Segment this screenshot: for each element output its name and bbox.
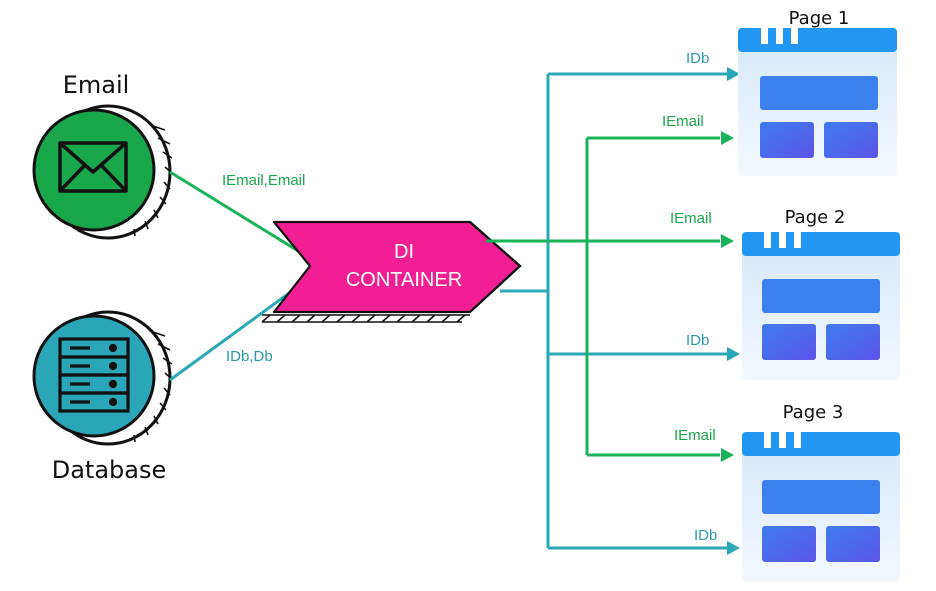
db-arrowheads (727, 67, 740, 555)
container-label-line1: DI (394, 241, 414, 263)
edge-label-page2-idb: IDb (686, 332, 709, 349)
page-2-label: Page 2 (785, 207, 846, 228)
container-label-line2: CONTAINER (346, 269, 462, 291)
edge-label-iemail-email: IEmail,Email (222, 172, 305, 189)
page-3-label: Page 3 (783, 402, 844, 423)
email-bus (486, 136, 720, 457)
edge-label-page1-idb: IDb (686, 50, 709, 67)
edge-label-idb-db: IDb,Db (226, 348, 273, 365)
edge-label-page3-iemail: IEmail (674, 427, 716, 444)
envelope-icon (58, 141, 128, 193)
email-arrowheads (721, 131, 734, 462)
server-icon (58, 337, 130, 413)
database-node: Database (32, 310, 173, 484)
page-1-label: Page 1 (789, 8, 850, 29)
db-bus (500, 72, 728, 550)
edge-label-page3-idb: IDb (694, 527, 717, 544)
edge-label-page1-iemail: IEmail (662, 113, 704, 130)
page-1: Page 1 (738, 8, 897, 176)
database-label: Database (52, 456, 167, 484)
email-label: Email (63, 71, 130, 99)
edge-label-page2-iemail: IEmail (670, 210, 712, 227)
page-2: Page 2 (742, 207, 900, 380)
email-node: Email (32, 71, 173, 240)
di-container: DI CONTAINER (261, 220, 522, 323)
page-3: Page 3 (742, 402, 900, 582)
